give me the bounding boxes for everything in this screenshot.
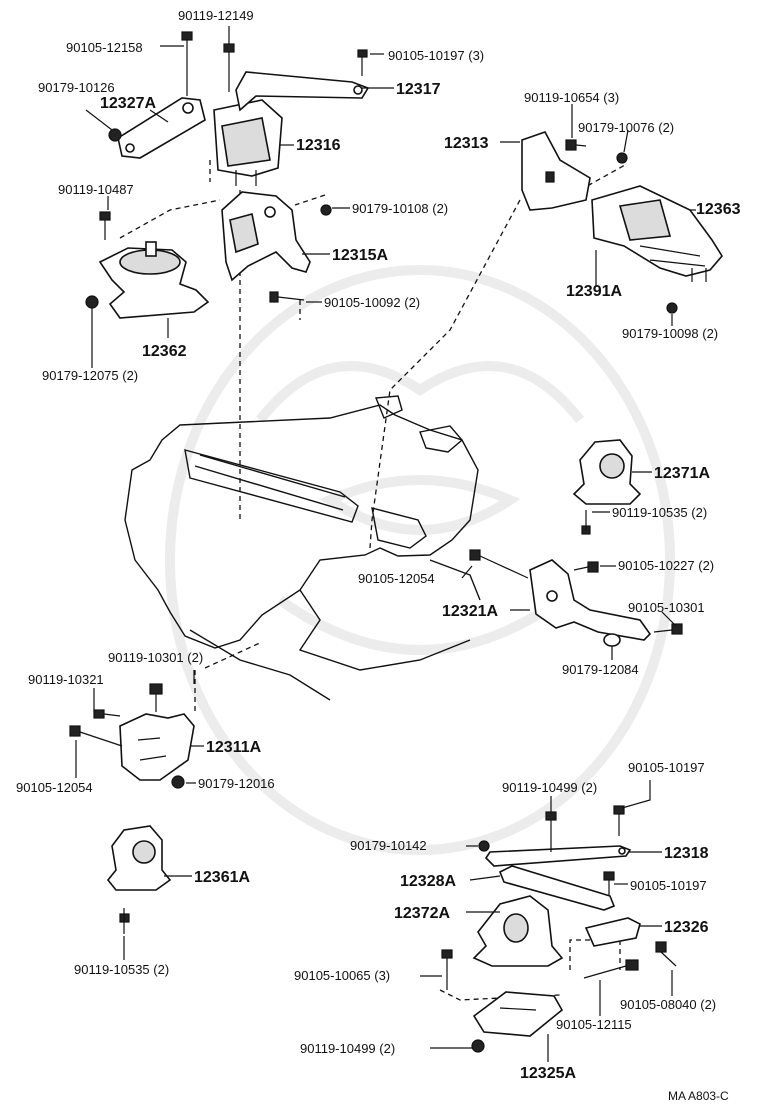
nut-90179-10126 (108, 128, 122, 142)
label-90119-10499-2b: 90119-10499 (2) (300, 1041, 395, 1056)
figure-code: MA A803-C (668, 1089, 729, 1103)
engine-block (124, 395, 481, 701)
label-90105-10092-2: 90105-10092 (2) (324, 295, 420, 310)
nut-90179-12075-2 (85, 295, 99, 309)
part-12313-bracket (521, 131, 591, 211)
bolt-90119-10535-2b (119, 908, 130, 934)
bolt-90105-12054a (469, 549, 529, 579)
part-12326-bracket (584, 917, 641, 947)
nut-90179-12016 (171, 775, 185, 789)
label-12318: 12318 (664, 845, 709, 862)
label-90105-10197: 90105-10197 (628, 760, 705, 775)
label-12316: 12316 (296, 137, 341, 154)
label-90105-10197b: 90105-10197 (630, 878, 707, 893)
part-12316-bracket (213, 99, 283, 186)
label-90105-12158: 90105-12158 (66, 40, 143, 55)
label-90179-10126: 90179-10126 (38, 80, 115, 95)
bolt-90119-10321 (93, 709, 121, 719)
bolt-90105-10197 (613, 805, 625, 836)
label-90105-12054b: 90105-12054 (16, 780, 93, 795)
label-leader-lines (75, 26, 696, 1062)
label-90119-10321: 90119-10321 (28, 672, 104, 687)
bolt-90119-12149 (223, 43, 235, 92)
part-12328A-stay (498, 865, 616, 911)
label-90179-10142: 90179-10142 (350, 838, 427, 853)
bolt-90105-12158 (181, 31, 193, 96)
label-90179-10108-2: 90179-10108 (2) (352, 201, 448, 216)
nut-90179-10098-2 (666, 302, 678, 314)
part-12318-stay (484, 845, 632, 867)
label-90105-10227-2: 90105-10227 (2) (618, 558, 714, 573)
label-90119-12149: 90119-12149 (178, 8, 254, 23)
label-90105-10301: 90105-10301 (628, 600, 705, 615)
label-12327A: 12327A (100, 95, 156, 112)
label-90179-12016: 90179-12016 (198, 776, 275, 791)
label-90119-10499-2a: 90119-10499 (2) (502, 780, 597, 795)
bolt-90119-10654-3 (565, 139, 587, 151)
label-90179-10076-2: 90179-10076 (2) (578, 120, 674, 135)
label-12361A: 12361A (194, 869, 250, 886)
part-12315A-bracket (221, 191, 311, 282)
label-90119-10487: 90119-10487 (58, 182, 134, 197)
bolt-90105-12054b (69, 725, 123, 747)
watermark-emblem (165, 265, 675, 855)
part-12325A-bracket (472, 991, 564, 1037)
label-90105-12054a: 90105-12054 (358, 571, 435, 586)
label-12321A: 12321A (442, 603, 498, 620)
part-12363-12391A-mount-assembly (591, 185, 723, 282)
nut-90119-10499-2b (471, 1039, 485, 1053)
label-12328A: 12328A (400, 873, 456, 890)
label-12315A: 12315A (332, 247, 388, 264)
label-12317: 12317 (396, 81, 441, 98)
nut-90179-10076-2 (616, 152, 628, 164)
label-12372A: 12372A (394, 905, 450, 922)
part-12311A-bracket (119, 713, 195, 781)
label-90105-12115: 90105-12115 (556, 1017, 632, 1032)
label-90105-08040-2: 90105-08040 (2) (620, 997, 716, 1012)
part-12371A-mount (572, 439, 642, 505)
label-90119-10654-3: 90119-10654 (3) (524, 90, 619, 105)
bolt-90105-10197b (603, 871, 615, 896)
part-12327A-arm (117, 97, 206, 159)
label-12311A: 12311A (206, 739, 262, 756)
bolt-90105-10065-3 (441, 949, 453, 990)
label-90119-10535-2a: 90119-10535 (2) (612, 505, 707, 520)
label-12326: 12326 (664, 919, 709, 936)
label-12363: 12363 (696, 201, 741, 218)
label-12313: 12313 (444, 135, 489, 152)
nut-90179-10108-2 (320, 204, 332, 216)
part-12372A-mount (472, 895, 564, 967)
bolt-90119-10535-2a (581, 510, 591, 535)
label-90119-10535-2b: 90119-10535 (2) (74, 962, 169, 977)
part-12321A-bracket (529, 559, 652, 641)
bolt-90105-10227-2 (573, 561, 599, 573)
bolt-90119-10301-2 (149, 683, 163, 712)
nut-90179-12084 (603, 633, 621, 647)
nut-90179-10142 (478, 840, 490, 852)
label-90179-12084: 90179-12084 (562, 662, 639, 677)
label-90119-10301-2: 90119-10301 (2) (108, 650, 203, 665)
bolt-90119-10487 (99, 211, 111, 240)
part-labels: 90119-12149 90105-12158 90105-10197 (3) … (16, 8, 741, 1103)
bolt-90105-12115 (583, 959, 639, 979)
part-12317-stay (235, 71, 370, 112)
part-12362-mount (98, 241, 210, 319)
label-12391A: 12391A (566, 283, 622, 300)
label-12371A: 12371A (654, 465, 710, 482)
bolt-90119-10499-2a (545, 811, 557, 852)
part-12361A-mount (106, 825, 172, 891)
label-90105-10065-3: 90105-10065 (3) (294, 968, 390, 983)
label-90179-12075-2: 90179-12075 (2) (42, 368, 138, 383)
bolt-90105-10197-3 (357, 49, 368, 76)
label-12362: 12362 (142, 343, 187, 360)
label-90179-10098-2: 90179-10098 (2) (622, 326, 718, 341)
bolt-90105-10301 (653, 623, 683, 635)
bolt-90105-10092-2 (269, 291, 305, 303)
label-90105-10197-3: 90105-10197 (3) (388, 48, 484, 63)
label-12325A: 12325A (520, 1065, 576, 1082)
bolt-90105-08040-2 (655, 941, 677, 967)
